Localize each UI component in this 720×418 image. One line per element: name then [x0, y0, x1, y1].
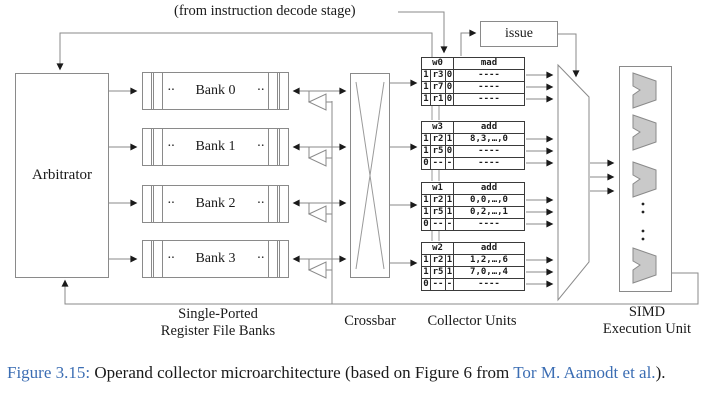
ellipsis-dots: ··	[256, 83, 265, 98]
simd-alu-box	[619, 66, 672, 292]
bank-label: Bank 1	[195, 139, 236, 154]
ellipsis-dots: ··	[167, 139, 175, 154]
figure-number: Figure 3.15:	[7, 363, 91, 382]
bank-port-icon	[268, 128, 278, 166]
bank-port-icon	[142, 128, 152, 166]
bank-port-icon	[279, 72, 289, 110]
decode-stage-label: (from instruction decode stage)	[174, 3, 356, 19]
ellipsis-dots: ··	[167, 83, 175, 98]
write-driver-icon	[307, 147, 332, 167]
caption-link[interactable]: Tor M. Aamodt et al.	[513, 363, 656, 382]
bank-port-icon	[153, 240, 163, 278]
ellipsis-dots: ··	[256, 251, 265, 266]
bank-2: ·· Bank 2 ··	[142, 185, 289, 223]
cu-ready-wire	[460, 29, 477, 56]
bank-port-icon	[142, 240, 152, 278]
caption-text: Operand collector microarchitecture (bas…	[90, 363, 514, 382]
bank-port-icon	[279, 185, 289, 223]
figure-caption: Figure 3.15: Operand collector microarch…	[7, 361, 704, 384]
crossbar-label: Crossbar	[344, 313, 396, 329]
ellipsis-dots: ··	[167, 196, 175, 211]
bank-port-icon	[279, 128, 289, 166]
caption-suffix: ).	[655, 363, 666, 382]
arbitrator-box: Arbitrator	[15, 73, 109, 278]
bank-port-icon	[142, 72, 152, 110]
ellipsis-dots: ··	[256, 139, 265, 154]
cu-request-wire	[56, 32, 433, 71]
warp-id: w0	[420, 57, 455, 70]
mux-shape	[557, 63, 590, 302]
bank-0: ·· Bank 0 ··	[142, 72, 289, 110]
simd-unit-label: SIMD Execution Unit	[602, 304, 692, 337]
issue-dispatch-wire	[558, 33, 580, 78]
opcode: mad	[453, 57, 525, 70]
bank-port-icon	[153, 185, 163, 223]
issue-box: issue	[480, 21, 558, 47]
ellipsis-dots: ··	[167, 251, 175, 266]
bank-label: Bank 0	[195, 83, 236, 98]
bank-port-icon	[153, 128, 163, 166]
crossbar-box	[350, 73, 390, 278]
bank-label: Bank 3	[195, 251, 236, 266]
opcode: add	[453, 121, 525, 134]
write-driver-icon	[307, 259, 332, 279]
warp-id: w1	[420, 182, 455, 195]
bank-port-icon	[153, 72, 163, 110]
warp-id: w2	[420, 242, 455, 255]
opcode: add	[453, 242, 525, 255]
write-driver-icon	[307, 203, 332, 223]
write-driver-icon	[307, 91, 332, 111]
issue-label: issue	[505, 26, 533, 41]
bank-port-icon	[142, 185, 152, 223]
opcode: add	[453, 182, 525, 195]
bank-label: Bank 2	[195, 196, 236, 211]
bank-port-icon	[268, 185, 278, 223]
bank-1: ·· Bank 1 ··	[142, 128, 289, 166]
arbitrator-label: Arbitrator	[32, 167, 92, 183]
decode-dispatch-wire	[398, 11, 448, 54]
bank-3: ·· Bank 3 ··	[142, 240, 289, 278]
ellipsis-dots: ··	[256, 196, 265, 211]
bank-port-icon	[268, 72, 278, 110]
bank-port-icon	[279, 240, 289, 278]
bank-port-icon	[268, 240, 278, 278]
collector-units-label: Collector Units	[427, 313, 517, 329]
register-file-label: Single-Ported Register File Banks	[160, 306, 276, 339]
warp-id: w3	[420, 121, 455, 134]
